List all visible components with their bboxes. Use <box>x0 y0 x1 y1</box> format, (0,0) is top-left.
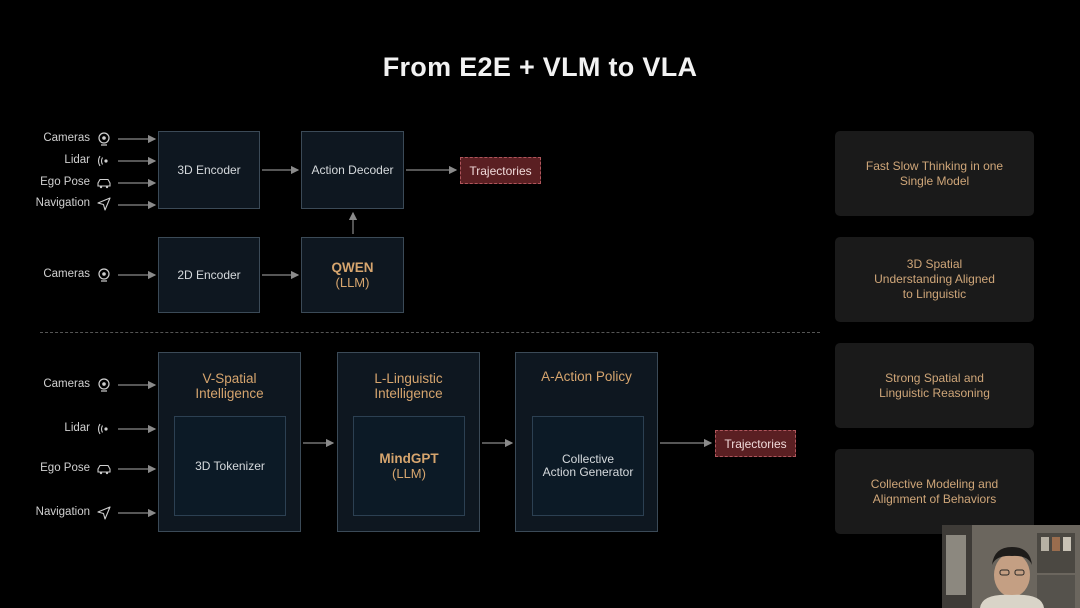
a-action-policy-block: A-Action Policy Collective Action Genera… <box>515 352 658 532</box>
lidar-icon <box>97 423 108 435</box>
camera-icon <box>98 268 110 282</box>
camera-icon <box>98 132 110 146</box>
navigation-icon <box>97 197 111 211</box>
car-icon <box>97 178 111 189</box>
camera-icon <box>98 378 110 392</box>
trajectories-box-bottom: Trajectories <box>715 430 796 457</box>
input-label-lidar: Lidar <box>64 154 90 166</box>
input-label-ego-pose: Ego Pose <box>40 176 90 188</box>
input-label-cameras-vla: Cameras <box>43 378 90 390</box>
input-label-cameras: Cameras <box>43 132 90 144</box>
collective-action-generator-label: Collective Action Generator <box>542 452 634 479</box>
input-label-ego-pose-vla: Ego Pose <box>40 462 90 474</box>
input-label-navigation: Navigation <box>35 197 90 209</box>
trajectories-box-top: Trajectories <box>460 157 541 184</box>
input-label-lidar-vla: Lidar <box>64 422 90 434</box>
v-spatial-title: V-Spatial Intelligence <box>195 371 264 401</box>
mindgpt-llm-box: MindGPT (LLM) <box>353 416 465 516</box>
input-label-navigation-vla: Navigation <box>35 506 90 518</box>
feature-card-3: Strong Spatial and Linguistic Reasoning <box>835 343 1034 428</box>
mindgpt-sub: (LLM) <box>392 466 426 481</box>
trajectories-label-top: Trajectories <box>469 163 532 178</box>
qwen-name: QWEN <box>331 260 374 275</box>
a-action-policy-title: A-Action Policy <box>541 369 632 384</box>
section-divider <box>40 332 820 333</box>
l-linguistic-block: L-Linguistic Intelligence MindGPT (LLM) <box>337 352 480 532</box>
l-linguistic-title: L-Linguistic Intelligence <box>374 371 443 401</box>
qwen-sub: (LLM) <box>335 275 370 290</box>
feature-card-2: 3D Spatial Understanding Aligned to Ling… <box>835 237 1034 322</box>
3d-encoder-box: 3D Encoder <box>158 131 260 209</box>
slide-title: From E2E + VLM to VLA <box>382 52 698 82</box>
lidar-icon <box>97 155 108 167</box>
3d-encoder-label: 3D Encoder <box>177 163 241 177</box>
navigation-icon <box>97 506 111 520</box>
3d-tokenizer-label: 3D Tokenizer <box>195 459 265 473</box>
2d-encoder-box: 2D Encoder <box>158 237 260 313</box>
car-icon <box>97 464 111 475</box>
collective-action-generator-box: Collective Action Generator <box>532 416 644 516</box>
input-label-cameras-2d: Cameras <box>43 268 90 280</box>
presenter-webcam <box>942 525 1080 608</box>
feature-card-1: Fast Slow Thinking in one Single Model <box>835 131 1034 216</box>
qwen-llm-box: QWEN (LLM) <box>301 237 404 313</box>
v-spatial-block: V-Spatial Intelligence 3D Tokenizer <box>158 352 301 532</box>
action-decoder-box: Action Decoder <box>301 131 404 209</box>
2d-encoder-label: 2D Encoder <box>177 268 241 282</box>
action-decoder-label: Action Decoder <box>311 163 394 177</box>
mindgpt-name: MindGPT <box>379 451 439 466</box>
feature-card-4: Collective Modeling and Alignment of Beh… <box>835 449 1034 534</box>
presenter-image <box>942 525 1080 608</box>
3d-tokenizer-box: 3D Tokenizer <box>174 416 286 516</box>
trajectories-label-bottom: Trajectories <box>724 436 787 451</box>
